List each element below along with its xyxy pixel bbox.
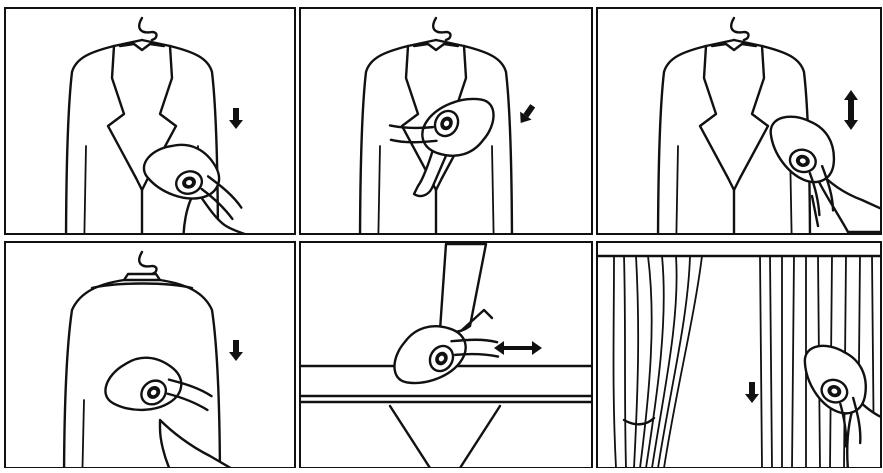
panel-1-jacket-front <box>5 8 295 256</box>
panel-4-jacket-back <box>5 242 295 468</box>
panel-5-ironing-board <box>300 242 592 468</box>
panel-3-jacket-updown <box>597 8 883 256</box>
panel-6-curtains <box>597 242 883 468</box>
panel-2-jacket-inner <box>300 8 592 256</box>
